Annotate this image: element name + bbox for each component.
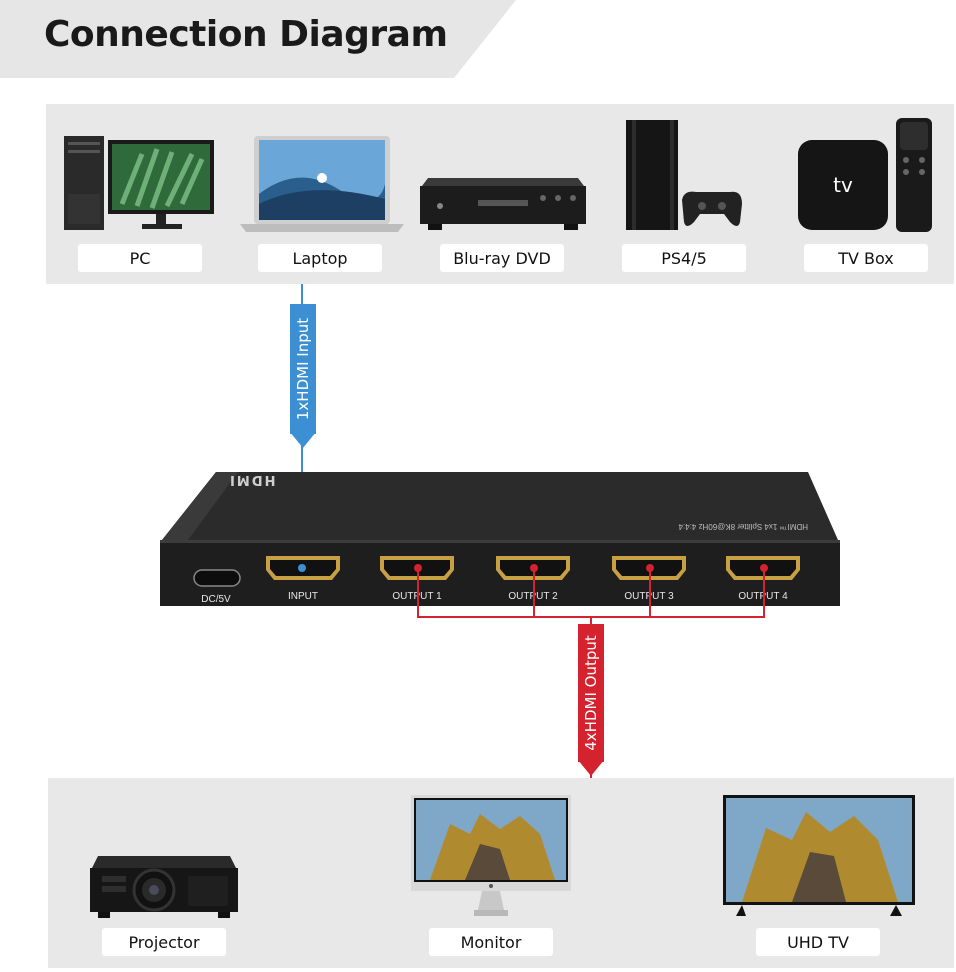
input-connection-dot [298, 564, 306, 572]
input-cable-tag: 1xHDMI Input [290, 304, 316, 434]
tv-box-icon: tv [798, 118, 932, 232]
source-label-laptop: Laptop [258, 244, 382, 272]
uhd-tv-icon [723, 795, 915, 916]
port-label-dc: DC/5V [201, 594, 231, 605]
port-label-input: INPUT [288, 591, 318, 602]
page-title: Connection Diagram [44, 14, 448, 55]
display-label-uhdtv: UHD TV [756, 928, 880, 956]
source-label-pc: PC [78, 244, 202, 272]
output-dot-1 [414, 564, 422, 572]
display-label-monitor: Monitor [429, 928, 553, 956]
laptop-icon [240, 136, 404, 232]
hdmi-splitter-device [160, 472, 840, 606]
output-drop-1 [417, 568, 419, 618]
pc-icon [64, 136, 214, 230]
game-console-icon [626, 120, 742, 230]
source-label-bluray: Blu-ray DVD [440, 244, 564, 272]
source-label-ps45: PS4/5 [622, 244, 746, 272]
monitor-icon [411, 795, 571, 916]
output-cable-label: 4xHDMI Output [582, 635, 600, 751]
output-dot-2 [530, 564, 538, 572]
output-drop-2 [533, 568, 535, 618]
output-dot-4 [760, 564, 768, 572]
output-drop-3 [649, 568, 651, 618]
output-dot-3 [646, 564, 654, 572]
input-cable-arrow [290, 432, 316, 448]
output-cable-tag: 4xHDMI Output [578, 624, 604, 762]
source-label-tvbox: TV Box [804, 244, 928, 272]
input-cable-label: 1xHDMI Input [294, 317, 313, 421]
title-banner [0, 0, 516, 78]
splitter-brand-logo: HDMI [228, 472, 276, 487]
svg-text:tv: tv [833, 173, 853, 197]
projector-icon [90, 856, 238, 918]
display-label-projector: Projector [102, 928, 226, 956]
output-drop-4 [763, 568, 765, 618]
output-cable-arrow [578, 760, 604, 776]
bluray-player-icon [420, 178, 586, 230]
splitter-model-text: HDMI™ 1x4 Splitter 8K@60Hz 4:4:4 [678, 522, 808, 531]
